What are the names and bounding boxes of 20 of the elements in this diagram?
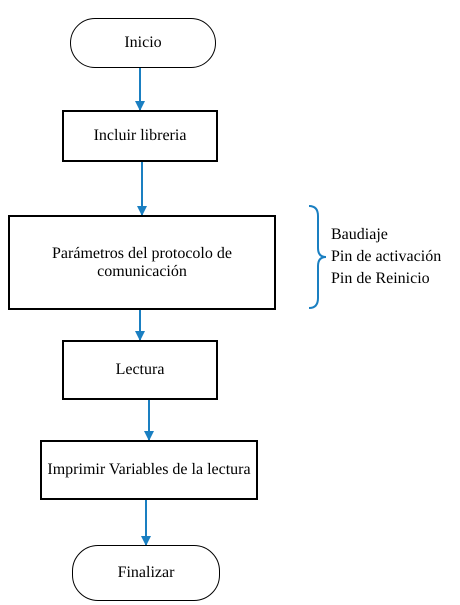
process-box <box>40 440 258 500</box>
parameter-label: Baudiaje <box>331 226 388 244</box>
arrow <box>135 68 145 111</box>
terminal-box <box>72 545 220 601</box>
parameter-label: Pin de activación <box>331 248 442 266</box>
process-box <box>62 110 218 162</box>
arrow <box>137 162 147 216</box>
node-text: Incluir libreria <box>94 127 186 145</box>
arrow <box>135 310 145 341</box>
node-text: Inicio <box>124 34 162 52</box>
node-text: Lectura <box>116 361 164 379</box>
process-box <box>62 340 218 400</box>
terminal-box <box>70 18 216 68</box>
node-text: Parámetros del protocolo de comunicación <box>51 244 233 280</box>
node-text: Imprimir Variables de la lectura <box>47 461 251 479</box>
node-text: Finalizar <box>118 564 174 582</box>
parameter-label: Pin de Reinicio <box>331 270 430 288</box>
process-box <box>8 215 276 310</box>
arrow <box>141 500 151 546</box>
arrow <box>144 400 154 441</box>
